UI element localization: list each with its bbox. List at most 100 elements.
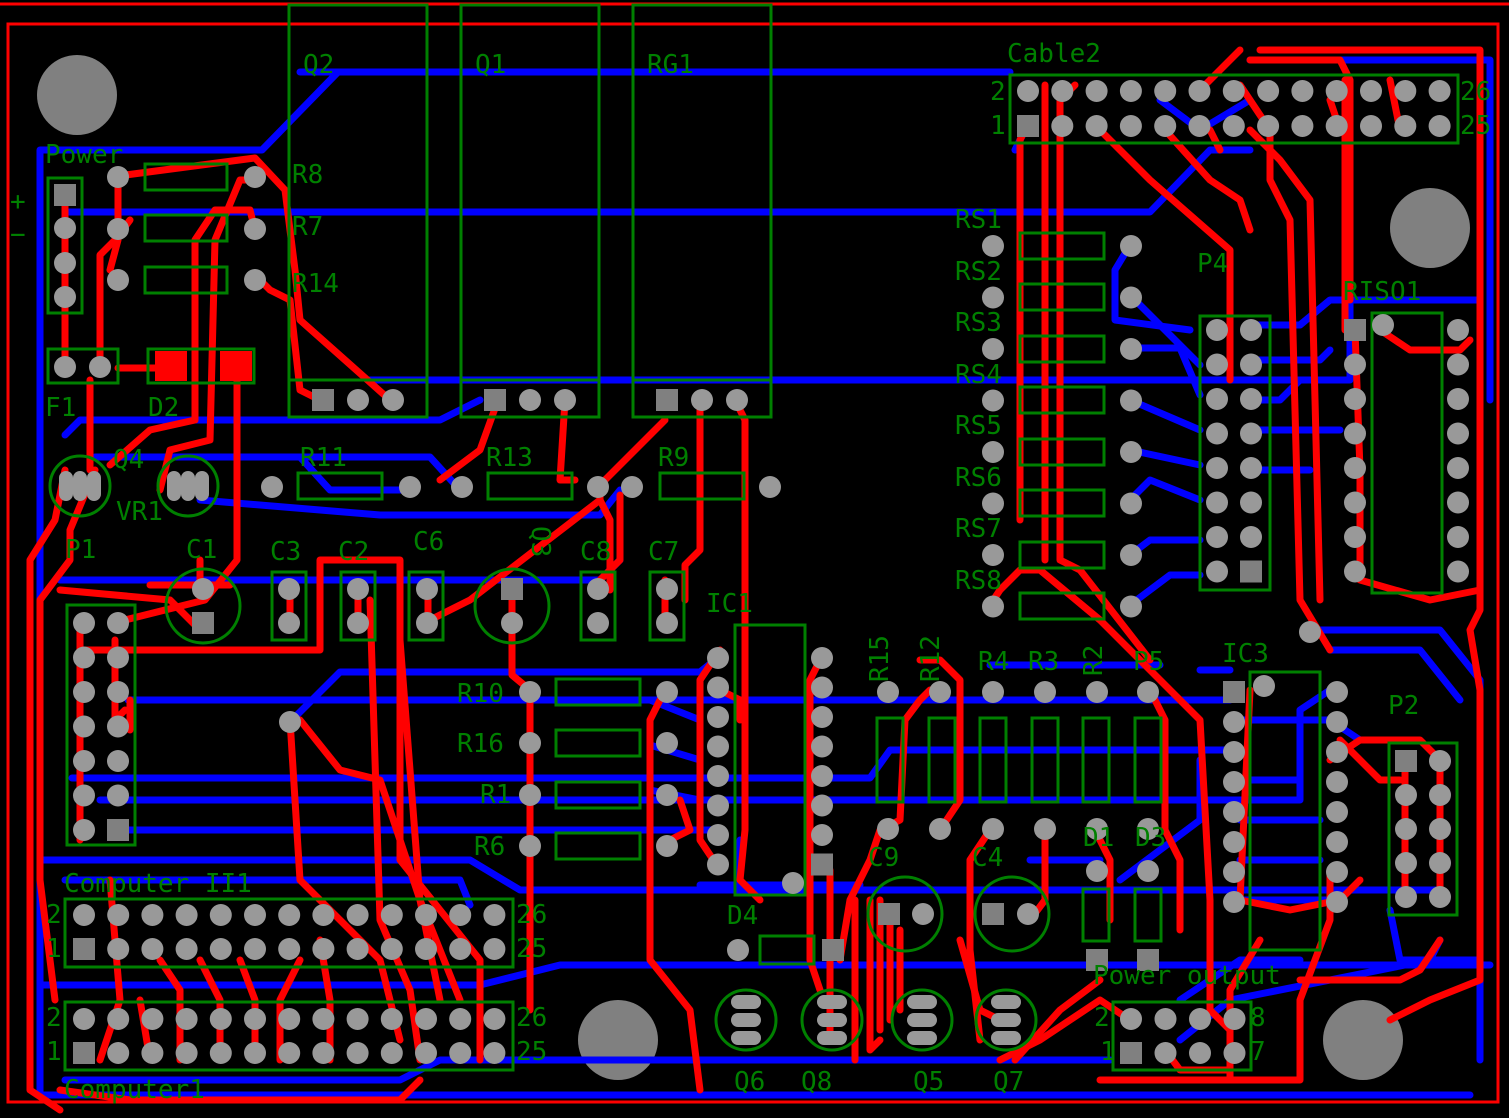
pad-round bbox=[1326, 801, 1348, 823]
pad-round bbox=[1120, 389, 1142, 412]
pad-round bbox=[1120, 235, 1142, 257]
pad-round bbox=[519, 681, 541, 703]
pad-round bbox=[141, 1008, 164, 1030]
pad-round bbox=[811, 735, 833, 758]
pad-round bbox=[656, 732, 678, 754]
pad-round bbox=[727, 939, 749, 961]
pad-round bbox=[73, 681, 95, 703]
pad-round bbox=[1223, 711, 1245, 733]
pad-round bbox=[261, 476, 283, 498]
pad-round bbox=[1344, 388, 1366, 410]
pad-round bbox=[209, 904, 232, 926]
label-R11: R11 bbox=[300, 443, 347, 473]
label-C3: C3 bbox=[270, 537, 301, 567]
label-cii-pin1: 1 bbox=[46, 934, 62, 964]
pad-round bbox=[982, 286, 1004, 309]
pad-oval bbox=[817, 1031, 847, 1045]
pad-round bbox=[244, 269, 266, 291]
pad-round bbox=[141, 938, 164, 960]
bottom-trace bbox=[1246, 376, 1324, 404]
bottom-trace bbox=[1326, 646, 1464, 704]
pad-square bbox=[1137, 949, 1159, 971]
pad-round bbox=[1394, 80, 1417, 102]
pad-round bbox=[912, 903, 934, 925]
top-trace bbox=[596, 496, 614, 594]
pad-round bbox=[1206, 422, 1228, 445]
top-trace bbox=[276, 956, 304, 1064]
bottom-trace bbox=[1126, 291, 1204, 369]
pad-square bbox=[982, 903, 1004, 925]
pad-round bbox=[656, 784, 678, 806]
top-trace bbox=[286, 716, 404, 1044]
pad-round bbox=[811, 794, 833, 817]
bottom-trace bbox=[1176, 956, 1304, 1004]
pad-round bbox=[244, 1042, 266, 1064]
pad-round bbox=[1223, 801, 1245, 823]
pad-round bbox=[1189, 1008, 1211, 1030]
label-R2: R2 bbox=[1079, 645, 1109, 676]
pad-oval bbox=[167, 471, 181, 501]
pad-round bbox=[1291, 115, 1314, 137]
top-trace bbox=[1236, 686, 1364, 914]
label-P2: P2 bbox=[1388, 691, 1419, 721]
pad-round bbox=[244, 218, 266, 240]
label-C4: C4 bbox=[972, 843, 1003, 873]
pad-oval bbox=[817, 995, 847, 1009]
pad-round bbox=[656, 681, 678, 703]
pad-round bbox=[1344, 457, 1366, 479]
pad-square bbox=[1120, 1042, 1142, 1064]
pad-square bbox=[54, 184, 76, 206]
pad-round bbox=[1119, 80, 1142, 102]
pad-round bbox=[1222, 115, 1245, 137]
pad-round bbox=[982, 389, 1004, 412]
pad-oval bbox=[181, 471, 195, 501]
label-RS5: RS5 bbox=[955, 411, 1002, 441]
pad-round bbox=[1429, 750, 1451, 772]
pad-round bbox=[107, 904, 130, 926]
pad-round bbox=[1206, 560, 1228, 583]
pad-round bbox=[811, 765, 833, 787]
pad-round bbox=[1344, 353, 1366, 376]
pad-round bbox=[707, 706, 729, 728]
pad-square bbox=[1395, 750, 1417, 772]
pad-round bbox=[73, 750, 95, 772]
pad-round bbox=[877, 818, 899, 840]
top-trace bbox=[1246, 56, 1354, 304]
pad-round bbox=[1372, 314, 1394, 336]
pad-round bbox=[1223, 831, 1245, 853]
pad-round bbox=[1447, 422, 1469, 445]
label-po-pin2: 2 bbox=[1094, 1003, 1110, 1033]
pad-round bbox=[726, 389, 748, 411]
pad-round bbox=[312, 938, 335, 960]
label-Q1: Q1 bbox=[475, 50, 506, 80]
d2-pad-b bbox=[220, 351, 252, 381]
pad-round bbox=[1206, 388, 1228, 410]
pad-round bbox=[1360, 115, 1382, 137]
pad-round bbox=[73, 1008, 95, 1030]
pad-round bbox=[1428, 115, 1451, 137]
top-trace bbox=[1146, 686, 1184, 934]
pad-round bbox=[1120, 492, 1142, 515]
pad-round bbox=[519, 389, 541, 411]
bottom-trace bbox=[1126, 476, 1204, 504]
pad-round bbox=[982, 595, 1004, 618]
pad-oval bbox=[907, 1013, 937, 1027]
pad-round bbox=[73, 819, 95, 841]
top-trace bbox=[26, 466, 69, 1114]
pad-oval bbox=[991, 1013, 1021, 1027]
label-Q2: Q2 bbox=[303, 50, 334, 80]
pad-round bbox=[1326, 711, 1348, 733]
pad-round bbox=[1253, 675, 1275, 697]
pad-round bbox=[1429, 886, 1451, 908]
label-cable2-pin26: 26 bbox=[1460, 77, 1491, 107]
pad-round bbox=[1447, 560, 1469, 583]
pad-square bbox=[484, 389, 506, 411]
pad-square bbox=[656, 389, 678, 411]
pad-round bbox=[1395, 818, 1417, 840]
label-cable2-pin2: 2 bbox=[990, 77, 1006, 107]
pad-round bbox=[1206, 491, 1228, 514]
pad-round bbox=[519, 732, 541, 754]
pad-round bbox=[1447, 319, 1469, 341]
label-RISO1: RISO1 bbox=[1343, 277, 1421, 307]
